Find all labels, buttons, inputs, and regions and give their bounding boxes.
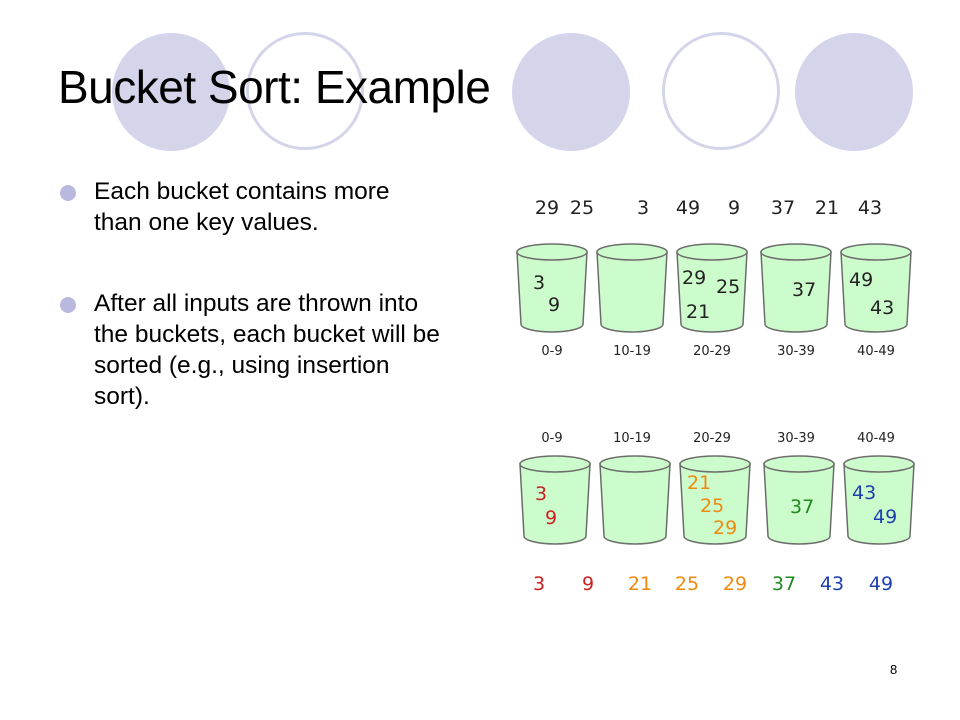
bucket-body (516, 251, 588, 333)
output-value: 49 (869, 573, 893, 595)
sorted-bucket-value: 3 (535, 483, 547, 505)
bucket-body (843, 463, 915, 545)
bucket-range-label: 30-39 (777, 431, 815, 446)
sorted-bucket (519, 455, 591, 545)
input-value: 29 (535, 197, 559, 219)
sorted-bucket (599, 455, 671, 545)
bucket-body (596, 251, 668, 333)
bucket-range-label: 10-19 (613, 431, 651, 446)
output-value: 37 (772, 573, 796, 595)
sorted-bucket-value: 49 (873, 506, 897, 528)
sorted-bucket-value: 9 (545, 507, 557, 529)
bucket-rim (596, 243, 668, 261)
output-value: 21 (628, 573, 652, 595)
bullet-item: Each bucket contains more than one key v… (60, 176, 440, 238)
decorative-ring (662, 32, 780, 150)
sorted-bucket (763, 455, 835, 545)
bucket-rim (679, 455, 751, 473)
decorative-ring (246, 32, 364, 150)
bucket-range-label: 40-49 (857, 344, 895, 359)
bucket-rim (676, 243, 748, 261)
bullet-dot-icon (60, 185, 76, 201)
input-value: 9 (728, 197, 740, 219)
unsorted-bucket-value: 25 (716, 276, 740, 298)
unsorted-bucket-value: 49 (849, 269, 873, 291)
bullet-text: After all inputs are thrown into the buc… (94, 290, 440, 410)
bucket-body (676, 251, 748, 333)
unsorted-bucket-value: 9 (548, 294, 560, 316)
unsorted-bucket-value: 43 (870, 297, 894, 319)
bucket-body (763, 463, 835, 545)
input-value: 43 (858, 197, 882, 219)
bucket-rim (840, 243, 912, 261)
input-value: 21 (815, 197, 839, 219)
output-value: 9 (582, 573, 594, 595)
input-value: 25 (570, 197, 594, 219)
bucket-rim (763, 455, 835, 473)
decorative-circle (795, 33, 913, 151)
output-value: 29 (723, 573, 747, 595)
bucket-range-label: 20-29 (693, 431, 731, 446)
bucket-rim (599, 455, 671, 473)
bucket-body (679, 463, 751, 545)
unsorted-bucket-value: 3 (533, 272, 545, 294)
slide-title: Bucket Sort: Example (58, 61, 491, 113)
unsorted-bucket-value: 37 (792, 279, 816, 301)
unsorted-bucket (760, 243, 832, 333)
unsorted-bucket-value: 21 (686, 301, 710, 323)
page-number: 8 (890, 662, 898, 677)
bucket-range-label: 30-39 (777, 344, 815, 359)
decorative-circle (112, 33, 230, 151)
bucket-rim (516, 243, 588, 261)
output-value: 43 (820, 573, 844, 595)
unsorted-bucket (516, 243, 588, 333)
unsorted-bucket (596, 243, 668, 333)
bucket-range-label: 10-19 (613, 344, 651, 359)
bullet-item: After all inputs are thrown into the buc… (60, 288, 440, 412)
sorted-bucket-value: 29 (713, 517, 737, 539)
input-value: 49 (676, 197, 700, 219)
sorted-bucket (843, 455, 915, 545)
output-value: 3 (533, 573, 545, 595)
bullet-dot-icon (60, 297, 76, 313)
sorted-bucket-value: 21 (687, 472, 711, 494)
bucket-body (599, 463, 671, 545)
bucket-rim (519, 455, 591, 473)
bucket-rim (760, 243, 832, 261)
bucket-range-label: 20-29 (693, 344, 731, 359)
unsorted-bucket (840, 243, 912, 333)
decorative-circle (512, 33, 630, 151)
bullet-list: Each bucket contains more than one key v… (60, 176, 440, 412)
sorted-bucket (679, 455, 751, 545)
bucket-body (760, 251, 832, 333)
bucket-range-label: 0-9 (541, 431, 562, 446)
bucket-range-label: 40-49 (857, 431, 895, 446)
bullet-text: Each bucket contains more than one key v… (94, 178, 390, 236)
input-value: 37 (771, 197, 795, 219)
unsorted-bucket (676, 243, 748, 333)
output-value: 25 (675, 573, 699, 595)
unsorted-bucket-value: 29 (682, 267, 706, 289)
bucket-rim (843, 455, 915, 473)
bucket-range-label: 0-9 (541, 344, 562, 359)
sorted-bucket-value: 25 (700, 495, 724, 517)
bucket-body (840, 251, 912, 333)
sorted-bucket-value: 43 (852, 482, 876, 504)
sorted-bucket-value: 37 (790, 496, 814, 518)
bucket-body (519, 463, 591, 545)
input-value: 3 (637, 197, 649, 219)
